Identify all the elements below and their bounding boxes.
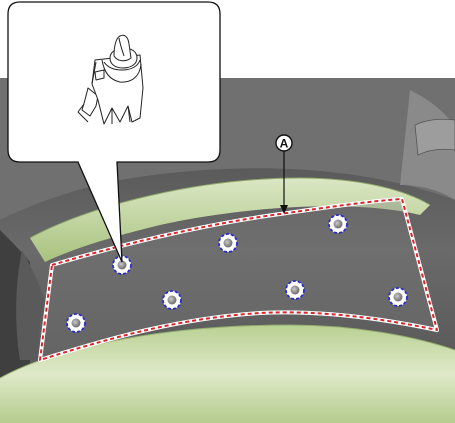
clip-marker (162, 290, 182, 310)
clip-detail-inset (7, 1, 221, 263)
push-pin-clip-icon (77, 34, 144, 125)
clip-marker (66, 313, 86, 333)
callout-a: A (275, 134, 293, 214)
clip-marker (218, 233, 238, 253)
clip-marker (328, 214, 348, 234)
upper-trim-strip (29, 177, 431, 262)
clip-markers (66, 214, 408, 333)
callout-label-a: A (280, 137, 289, 151)
clip-marker (285, 280, 305, 300)
clip-marker (388, 287, 408, 307)
